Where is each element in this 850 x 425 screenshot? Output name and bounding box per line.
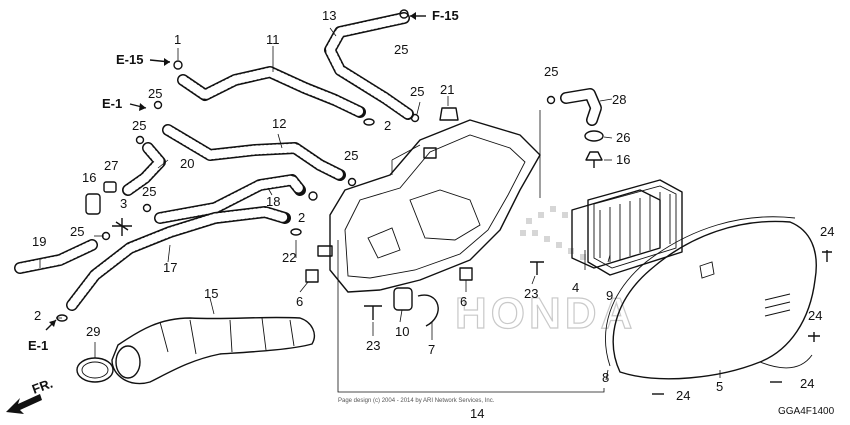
callout-22: 22 <box>282 250 296 265</box>
callouts: 1 2 2 2 3 4 5 6 6 7 8 9 10 11 12 13 14 1… <box>32 8 834 421</box>
honda-watermark: HONDA <box>454 206 636 339</box>
callout-10: 10 <box>395 324 409 339</box>
callout-23: 23 <box>524 286 538 301</box>
callout-13: 13 <box>322 8 336 23</box>
callout-25: 25 <box>344 148 358 163</box>
callout-1: 1 <box>174 32 181 47</box>
hose-20 <box>122 142 166 196</box>
svg-text:HONDA: HONDA <box>455 289 636 338</box>
callout-9: 9 <box>606 288 613 303</box>
hose-11 <box>177 66 366 118</box>
callout-23: 23 <box>366 338 380 353</box>
callout-26: 26 <box>616 130 630 145</box>
callout-3: 3 <box>120 196 127 211</box>
callout-25: 25 <box>544 64 558 79</box>
ref-e1-top: E-1 <box>102 96 122 111</box>
callout-11: 11 <box>266 32 280 47</box>
svg-text:FR.: FR. <box>30 376 55 397</box>
callout-8: 8 <box>602 370 609 385</box>
gasket-8 <box>605 216 796 367</box>
callout-5: 5 <box>716 379 723 394</box>
callout-20: 20 <box>180 156 194 171</box>
callout-15: 15 <box>204 286 218 301</box>
callout-24: 24 <box>800 376 814 391</box>
diagram-code: GGA4F1400 <box>778 406 835 417</box>
callout-25: 25 <box>410 84 424 99</box>
hose-17 <box>66 206 291 311</box>
callout-25: 25 <box>394 42 408 57</box>
callout-18: 18 <box>266 194 280 209</box>
callout-25: 25 <box>70 224 84 239</box>
callout-14: 14 <box>470 406 484 421</box>
callout-25: 25 <box>148 86 162 101</box>
callout-29: 29 <box>86 324 100 339</box>
callout-2: 2 <box>298 210 305 225</box>
callout-25: 25 <box>142 184 156 199</box>
filter-element-9 <box>587 179 683 276</box>
callout-4: 4 <box>572 280 579 295</box>
callout-19: 19 <box>32 234 46 249</box>
ref-f15: F-15 <box>432 8 459 23</box>
copyright-notice: Page design (c) 2004 - 2014 by ARI Netwo… <box>338 398 495 404</box>
callout-21: 21 <box>440 82 454 97</box>
air-cleaner-cover-5 <box>612 220 817 380</box>
callout-6: 6 <box>296 294 303 309</box>
callout-16: 16 <box>82 170 96 185</box>
callout-24: 24 <box>676 388 690 403</box>
callout-2: 2 <box>384 118 391 133</box>
callout-24: 24 <box>808 308 822 323</box>
filter-frame-4 <box>571 189 661 269</box>
callout-27: 27 <box>104 158 118 173</box>
hose-28 <box>560 88 602 126</box>
ref-arrows <box>45 12 426 331</box>
callout-25: 25 <box>132 118 146 133</box>
clips <box>56 9 832 395</box>
callout-2: 2 <box>34 308 41 323</box>
hose-12 <box>162 124 346 181</box>
callout-16: 16 <box>616 152 630 167</box>
hose-13 <box>324 12 414 120</box>
callout-24: 24 <box>820 224 834 239</box>
front-arrow: FR. <box>6 376 55 414</box>
callout-6: 6 <box>460 294 467 309</box>
ref-e15: E-15 <box>116 52 143 67</box>
hose-18 <box>154 174 306 224</box>
callout-17: 17 <box>163 260 177 275</box>
callout-12: 12 <box>272 116 286 131</box>
intake-duct-15 <box>111 316 316 385</box>
callout-7: 7 <box>428 342 435 357</box>
leader-lines <box>39 27 721 393</box>
ref-e1-bottom: E-1 <box>28 338 48 353</box>
hose-19 <box>14 239 98 274</box>
callout-28: 28 <box>612 92 626 107</box>
air-cleaner-case <box>317 119 541 293</box>
